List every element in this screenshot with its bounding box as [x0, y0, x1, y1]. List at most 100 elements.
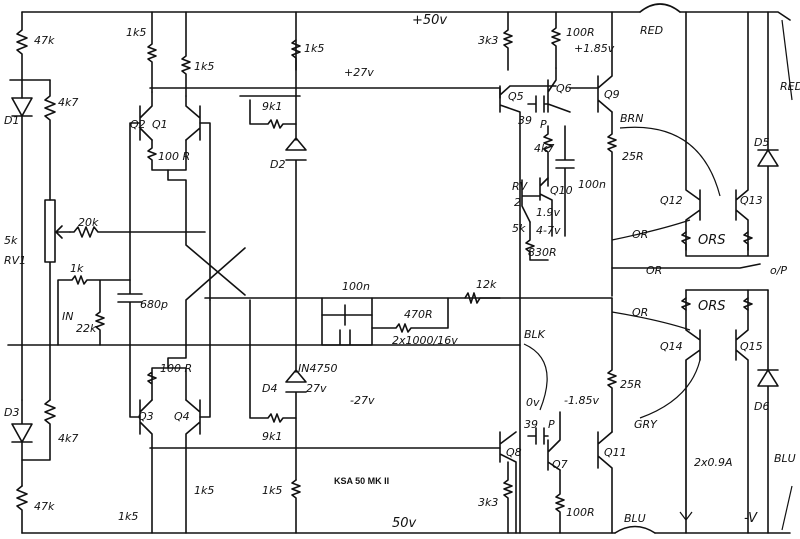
r3k3-bot — [503, 461, 513, 534]
wire-blu2: BLU — [774, 452, 796, 465]
output-line — [611, 263, 761, 269]
q3-label: Q3 — [138, 410, 154, 423]
positive-rail — [21, 11, 791, 21]
zener-volt: 27v — [306, 382, 327, 395]
r4k7-l2: 4k7 — [58, 432, 78, 445]
ors-bot — [681, 289, 769, 311]
label-bias-pos: +1.85v — [574, 42, 615, 55]
r830r — [525, 221, 549, 261]
r12k: 12k — [476, 278, 497, 291]
r470r — [371, 297, 449, 333]
r9k1-top — [249, 99, 297, 129]
d3-diode — [11, 399, 33, 487]
d4-zener — [285, 344, 307, 481]
cap-pair — [321, 314, 373, 346]
label-gnd: 0v — [526, 396, 540, 409]
r1k5-c: 1k5 — [304, 42, 324, 55]
r47k-bot: 47k — [34, 500, 55, 513]
r4k7-l1: 4k7 — [58, 96, 78, 109]
c39p-bot — [527, 427, 549, 445]
q4-base — [199, 299, 211, 418]
r25r-top: 25R — [622, 150, 644, 163]
c39p-top — [527, 95, 549, 113]
or-curve-2 — [611, 311, 691, 331]
q8-label: Q8 — [506, 446, 522, 459]
r22k: 22k — [76, 322, 97, 335]
r100r-top: 100R — [566, 26, 595, 39]
wire-gry: GRY — [634, 418, 658, 431]
blk-curve — [523, 343, 548, 411]
r4k7-rv — [543, 125, 553, 187]
r20k: 20k — [78, 216, 99, 229]
r100r-q: 100 R — [158, 150, 190, 163]
emitter-tail — [167, 169, 246, 296]
r1k5-e: 1k5 — [194, 484, 214, 497]
wire-blu1: BLU — [624, 512, 646, 525]
r1k: 1k — [70, 262, 84, 275]
wire-or2: OR — [646, 264, 662, 277]
rv1-wiper — [55, 225, 71, 239]
r100r-top — [551, 11, 561, 69]
q6-label: Q6 — [556, 82, 572, 95]
wire-p2: P — [548, 418, 555, 431]
q1-base — [199, 122, 211, 301]
d2-label: D2 — [270, 158, 285, 171]
q2-label: Q2 — [130, 118, 146, 131]
red-right-arrow — [781, 19, 793, 101]
q10-label: Q10 — [550, 184, 573, 197]
r1k5-a: 1k5 — [126, 26, 146, 39]
r3k3-top — [503, 11, 513, 71]
r12k — [464, 292, 501, 304]
r4k7-lower — [21, 399, 56, 461]
left-chain-wire — [9, 11, 51, 99]
d6 — [757, 289, 779, 534]
r9k1-bot — [249, 299, 297, 423]
r25r-bot — [607, 297, 617, 433]
q14-body — [685, 289, 701, 534]
rv1-pot — [44, 199, 56, 401]
rv-small-num: 2 — [514, 196, 521, 209]
blu-right-arrow — [781, 485, 793, 531]
label-minus-v: -V — [744, 511, 758, 526]
q6-body — [547, 67, 571, 113]
q11-label: Q11 — [604, 446, 627, 459]
r1k5-neg27 — [291, 479, 301, 534]
wire-red1: RED — [640, 24, 663, 37]
d4-label: D4 — [262, 382, 277, 395]
q7-label: Q7 — [552, 458, 568, 471]
ors-top — [681, 231, 769, 257]
r1k5-pos27 — [291, 11, 301, 71]
rv1-value: 5k — [4, 234, 18, 247]
wire-red2: RED — [780, 80, 800, 93]
r3k3-bot: 3k3 — [478, 496, 498, 509]
ors-bot-label: ORS — [698, 299, 726, 314]
r100r-bot — [555, 469, 565, 534]
c100n-vert — [555, 125, 575, 237]
q5-label: Q5 — [508, 90, 524, 103]
r830r: 830R — [528, 246, 557, 259]
d5 — [757, 11, 779, 257]
r100r-bot: 100R — [566, 506, 595, 519]
q15-body — [735, 289, 749, 534]
label-output: o/P — [770, 264, 787, 277]
q15-label: Q15 — [740, 340, 763, 353]
q12-body — [685, 11, 701, 251]
d1-diode — [11, 97, 33, 401]
input-network — [57, 275, 131, 346]
c100n-v: 100n — [578, 178, 606, 191]
r47k-top: 47k — [34, 34, 55, 47]
c100n-feedback — [321, 297, 373, 326]
d5-label: D5 — [754, 136, 769, 149]
ors-top-label: ORS — [698, 233, 726, 248]
q5-base-wire — [149, 87, 501, 99]
c2x1000: 2x1000/16v — [392, 334, 458, 347]
q13-body — [735, 11, 749, 251]
r1k5-b: 1k5 — [194, 60, 214, 73]
label-current: 2x0.9A — [694, 456, 733, 469]
d2-zener — [285, 39, 307, 346]
gry-curve — [639, 359, 701, 419]
r9k1-top: 9k1 — [262, 100, 282, 113]
q14-label: Q14 — [660, 340, 683, 353]
q9-label: Q9 — [604, 88, 620, 101]
r9k1-bot: 9k1 — [262, 430, 282, 443]
